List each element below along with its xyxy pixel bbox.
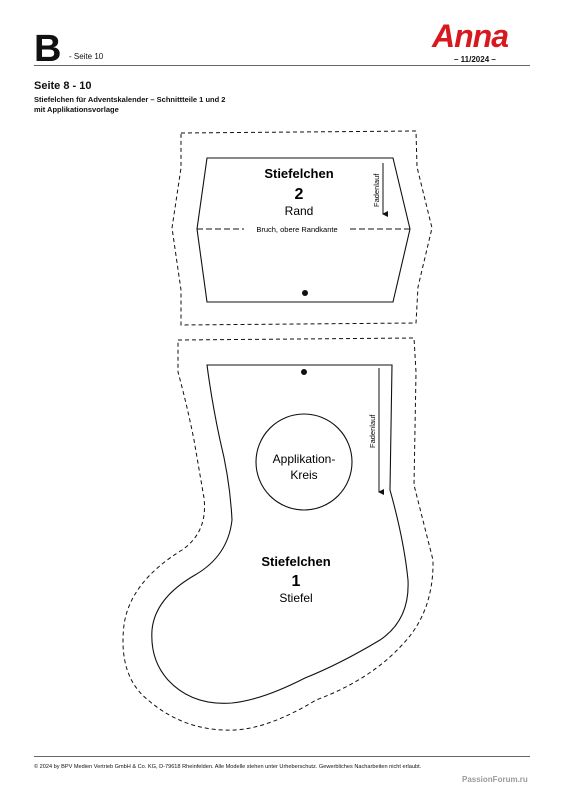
applique-circle — [255, 413, 353, 511]
applique-label-1: Applikation- — [273, 452, 336, 466]
footer-copyright: © 2024 by BPV Medien Vertrieb GmbH & Co.… — [34, 764, 422, 770]
grain-label-1: Fadenlauf — [368, 414, 377, 448]
piece1-outline — [151, 364, 409, 704]
applique-label-2: Kreis — [290, 468, 317, 482]
subtitle-line-1: Stiefelchen für Adventskalender – Schnit… — [34, 95, 226, 104]
grain-label-2: Fadenlauf — [372, 173, 381, 207]
piece1-part: Stiefel — [279, 591, 312, 605]
footer-rule — [34, 756, 530, 757]
piece1-name: Stiefelchen — [261, 554, 330, 569]
piece2-name: Stiefelchen — [264, 166, 333, 181]
notch-dot-2 — [302, 290, 308, 296]
piece2-part: Rand — [285, 204, 314, 218]
fold-label: Bruch, obere Randkante — [256, 225, 337, 234]
page-subtitle: Stiefelchen für Adventskalender – Schnit… — [34, 95, 334, 115]
piece2-seam-allowance — [171, 130, 433, 326]
page-title: Seite 8 - 10 — [34, 80, 92, 92]
brand-logo: Anna — [432, 18, 509, 54]
piece1-number: 1 — [292, 573, 301, 590]
piece1-seam-allowance — [122, 337, 434, 731]
subtitle-line-2: mit Applikationsvorlage — [34, 104, 119, 114]
issue-number: – 11/2024 – — [454, 55, 496, 64]
page-number: - Seite 10 — [69, 52, 104, 61]
section-letter: B — [34, 28, 62, 70]
header-rule — [34, 65, 530, 66]
notch-dot-1 — [301, 369, 307, 375]
watermark: PassionForum.ru — [462, 775, 528, 784]
piece2-number: 2 — [295, 186, 304, 203]
